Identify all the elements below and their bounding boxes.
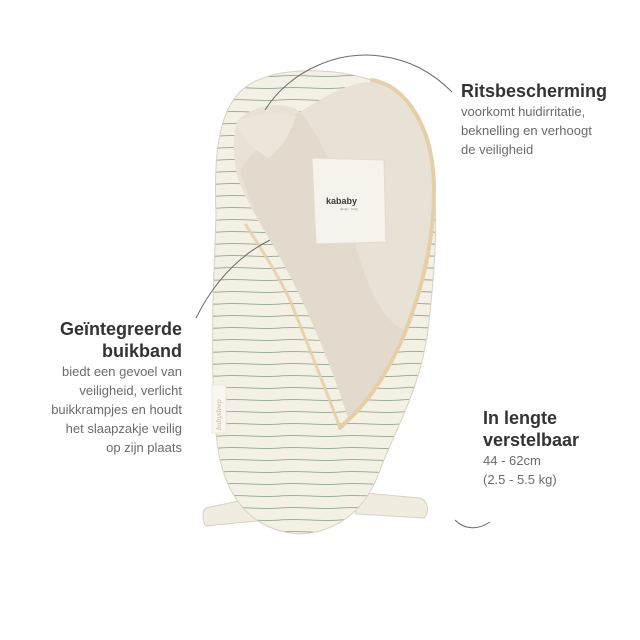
callout-zip-protection: Ritsbescherming voorkomt huidirritatie, … (461, 80, 631, 159)
brand-label-sub: design · baby (340, 207, 359, 211)
callout-length-line-1: 44 - 62cm (483, 453, 541, 468)
callout-zip-line-1: voorkomt huidirritatie, (461, 104, 586, 119)
side-tag-text: babysleep (216, 399, 223, 430)
callout-band-line-5: op zijn plaats (106, 440, 182, 455)
leader-line-length (454, 519, 491, 529)
callout-zip-line-3: de veiligheid (461, 142, 534, 157)
leader-line-band (195, 239, 271, 319)
side-tag: babysleep (211, 384, 227, 434)
callout-band-line-4: het slaapzakje veilig (65, 421, 182, 436)
zipper-edge (338, 78, 437, 430)
callout-length-title-2: verstelbaar (483, 430, 580, 450)
callout-band-title-2: buikband (102, 341, 182, 361)
callout-zip-title: Ritsbescherming (461, 81, 608, 101)
brand-label-text: kababy (326, 196, 357, 206)
callout-length-line-2: (2.5 - 5.5 kg) (483, 472, 557, 487)
callout-band-line-1: biedt een gevoel van (62, 364, 182, 379)
leader-line-zip (264, 54, 453, 111)
callout-length-title-1: In lengte (483, 408, 558, 428)
callout-belly-band: Geïntegreerde buikband biedt een gevoel … (20, 318, 182, 457)
callout-band-title-1: Geïntegreerde (59, 319, 182, 339)
callout-adjustable-length: In lengte verstelbaar 44 - 62cm (2.5 - 5… (483, 407, 623, 489)
brand-label-patch: kababy design · baby (311, 157, 387, 245)
callout-band-line-2: veiligheid, verlicht (79, 383, 182, 398)
callout-band-line-3: buikkrampjes en houdt (51, 402, 182, 417)
adjust-strap-right (351, 491, 428, 519)
callout-zip-line-2: beknelling en verhoogt (461, 123, 592, 138)
zipper-diagonal (244, 223, 342, 430)
